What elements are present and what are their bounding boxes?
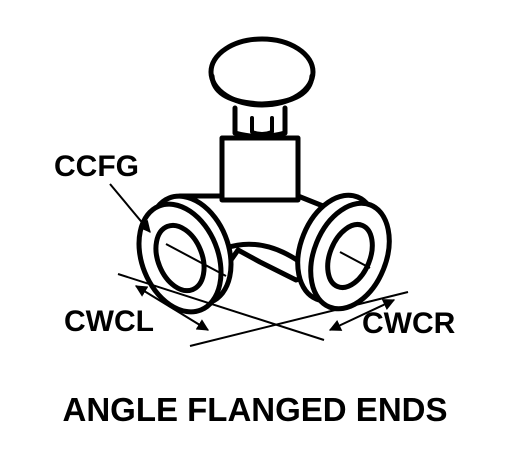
right-flange-bore: [325, 221, 375, 291]
ccfg-label: CCFG: [54, 150, 139, 183]
dimension-lines: [109, 183, 409, 347]
valve-stem-notch: [250, 116, 274, 136]
cwcr-arrow: [328, 299, 396, 331]
cwcl-label: CWCL: [64, 305, 154, 338]
left-flange-axis-line: [117, 273, 325, 341]
valve-body-fold: [223, 241, 303, 265]
valve-neck: [219, 135, 301, 203]
ccfg-leader: [109, 183, 151, 233]
cwcr-label: CWCR: [362, 307, 456, 340]
diagram-caption: ANGLE FLANGED ENDS: [62, 391, 447, 428]
valve-cap-rim: [209, 73, 315, 107]
right-center-tick: [339, 251, 371, 269]
valve-body-illustration: [136, 36, 392, 315]
left-center-tick: [165, 243, 227, 277]
cwcl-arrow: [134, 285, 210, 331]
